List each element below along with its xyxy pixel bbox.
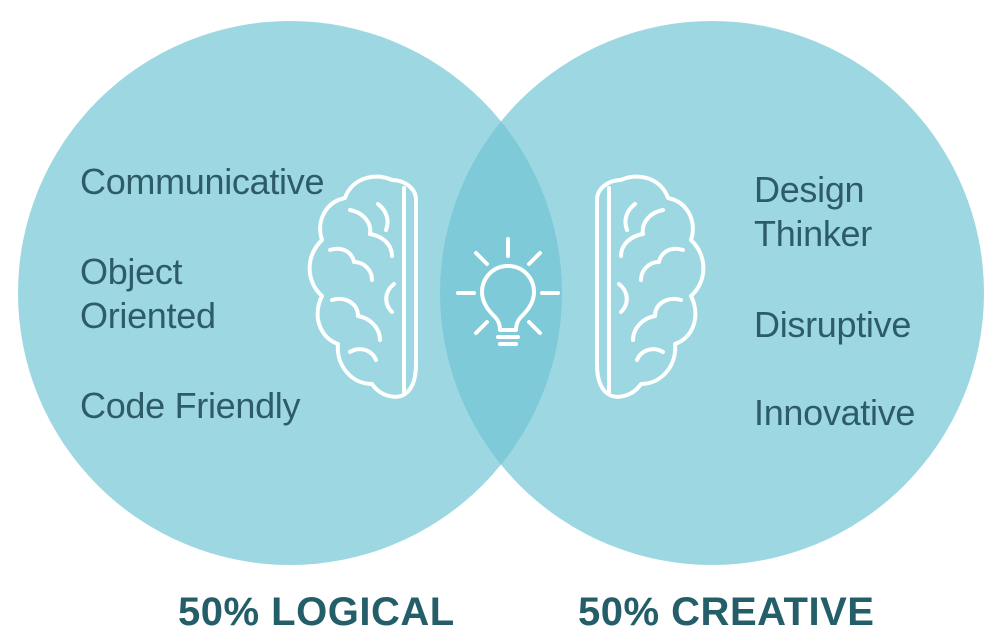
logical-circle: [18, 21, 562, 565]
lightbulb-icon: [456, 237, 560, 346]
logical-caption: 50% LOGICAL: [178, 590, 455, 634]
trait-object-oriented: Object Oriented: [80, 251, 216, 336]
trait-design-thinker: Design Thinker: [754, 169, 872, 254]
trait-communicative: Communicative: [80, 161, 325, 202]
trait-disruptive: Disruptive: [754, 304, 912, 345]
left-brain-icon: [307, 174, 418, 399]
creative-circle: [440, 21, 984, 565]
creative-caption: 50% CREATIVE: [578, 590, 875, 634]
trait-innovative: Innovative: [754, 392, 916, 433]
trait-code-friendly: Code Friendly: [80, 385, 301, 426]
right-brain-icon: [595, 174, 706, 399]
